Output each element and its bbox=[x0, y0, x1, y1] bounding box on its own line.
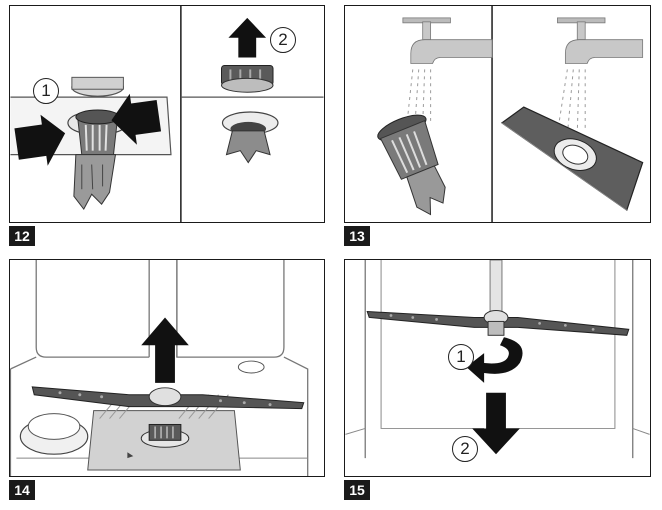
squeeze-arrow-right-icon bbox=[111, 93, 162, 145]
callout-12-2: 2 bbox=[270, 27, 296, 53]
water-stream-right bbox=[556, 69, 586, 135]
callout-15-2: 2 bbox=[452, 436, 478, 462]
lift-up-arrow-icon bbox=[228, 17, 267, 58]
water-tap-left-icon bbox=[402, 17, 493, 64]
squeeze-arrow-left-icon bbox=[14, 114, 66, 166]
figure-15-panel bbox=[344, 259, 651, 477]
figure-14-panel bbox=[9, 259, 325, 477]
filter-handle bbox=[148, 423, 182, 441]
pull-down-arrow-icon bbox=[472, 392, 520, 455]
spray-arm-hub bbox=[148, 387, 182, 407]
figure-number-14: 14 bbox=[9, 480, 35, 500]
water-pipe bbox=[489, 260, 503, 313]
water-tap-right-icon bbox=[557, 17, 644, 64]
upper-spray-arm-removal-illustration bbox=[345, 260, 650, 459]
callout-12-1: 1 bbox=[33, 78, 59, 104]
callout-15-1: 1 bbox=[448, 344, 474, 370]
rotate-arrow-icon bbox=[466, 337, 523, 383]
coarse-filter-left bbox=[73, 154, 117, 211]
figure-13-panel bbox=[344, 5, 651, 223]
lift-up-arrow-icon bbox=[141, 317, 189, 383]
spray-arm-removal-illustration bbox=[10, 260, 309, 476]
filter-removal-illustration bbox=[10, 6, 324, 222]
figure-number-15: 15 bbox=[344, 480, 370, 500]
filter-rinsing-illustration bbox=[377, 6, 644, 222]
fine-filter-rinse bbox=[377, 114, 446, 216]
figure-number-13: 13 bbox=[344, 226, 370, 246]
spray-arm-nut bbox=[487, 320, 505, 336]
coarse-filter-right bbox=[225, 130, 271, 164]
figure-number-12: 12 bbox=[9, 226, 35, 246]
water-stream-left bbox=[406, 69, 432, 127]
